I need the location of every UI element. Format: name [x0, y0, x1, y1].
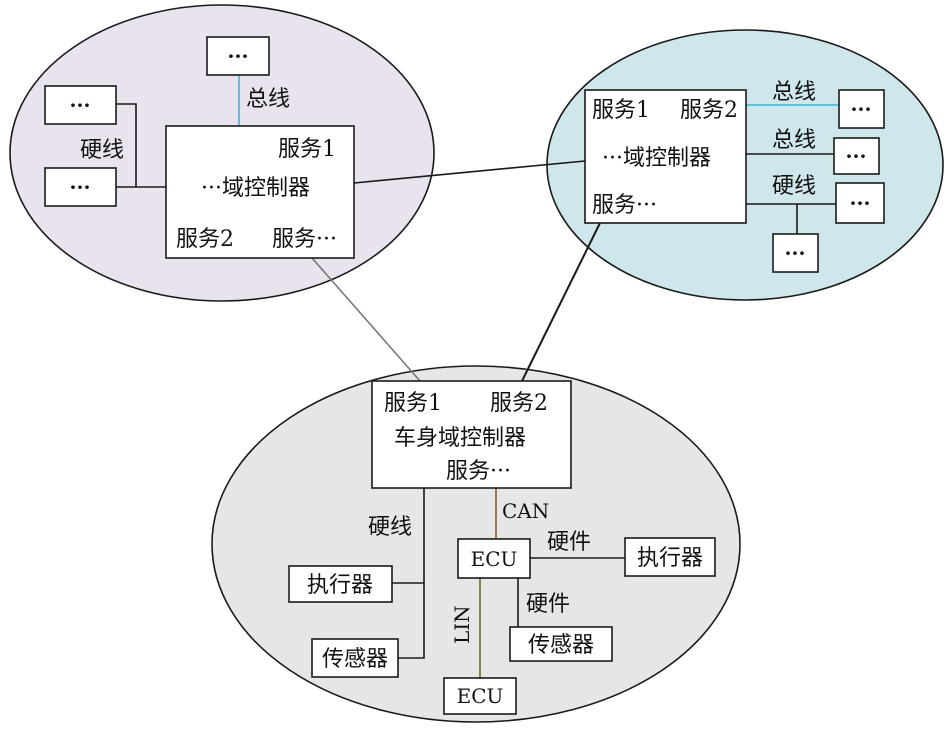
right-actuator-label: 执行器 [637, 546, 703, 571]
right-node-4-label: ··· [785, 241, 806, 265]
lin-label: LIN [450, 605, 474, 644]
ecu-top-box[interactable] [457, 538, 531, 579]
left-bus-label: 总线 [246, 87, 290, 112]
link-left-to-right-controller [353, 160, 586, 184]
body-controller-name: 车身域控制器 [394, 426, 526, 451]
ecu-bottom-box[interactable] [443, 677, 517, 715]
right-bus-label-1: 总线 [772, 80, 816, 105]
left-actuator-label: 执行器 [307, 573, 373, 598]
right-sensor-box[interactable] [509, 626, 613, 662]
right-node-2-box[interactable] [833, 137, 880, 175]
left-domain-controller-box[interactable] [165, 125, 355, 259]
body-controller-service2: 服务2 [490, 391, 548, 416]
right-controller-service1: 服务1 [592, 98, 650, 123]
left-hardwire-label: 硬线 [80, 138, 124, 163]
left-node-a-box[interactable] [44, 85, 117, 125]
right-node-1-box[interactable] [838, 89, 885, 129]
right-bus-label-2: 总线 [772, 128, 816, 153]
left-node-b-box[interactable] [44, 167, 117, 207]
left-node-a-label: ··· [70, 93, 91, 117]
left-top-node-box[interactable] [206, 36, 270, 76]
left-top-node-label: ··· [228, 44, 249, 68]
right-domain-controller-box[interactable] [584, 89, 747, 224]
body-controller-service1: 服务1 [384, 391, 442, 416]
left-controller-name: ···域控制器 [201, 176, 310, 201]
right-controller-service-more: 服务··· [592, 193, 657, 218]
body-controller-service-more: 服务··· [446, 459, 511, 484]
hardware-label-2: 硬件 [526, 592, 570, 617]
right-hardwire-label: 硬线 [772, 174, 816, 199]
left-actuator-box[interactable] [288, 565, 393, 603]
left-controller-service-more: 服务··· [272, 227, 337, 252]
left-node-b-label: ··· [70, 175, 91, 199]
right-controller-service2: 服务2 [680, 98, 738, 123]
ecu-top-label: ECU [471, 547, 518, 571]
right-node-3-label: ··· [850, 191, 871, 215]
can-label: CAN [502, 499, 549, 523]
left-sensor-box[interactable] [311, 638, 399, 678]
left-controller-service1: 服务1 [278, 137, 336, 162]
right-sensor-label: 传感器 [528, 633, 594, 658]
ecu-bottom-label: ECU [457, 684, 504, 708]
body-domain-controller-box[interactable] [371, 380, 572, 489]
right-node-4-box[interactable] [772, 233, 819, 273]
left-hardwire-line [116, 103, 166, 188]
link-right-to-body-controller [521, 222, 601, 382]
right-node-3-box[interactable] [835, 182, 885, 224]
right-node-1-label: ··· [851, 97, 872, 121]
link-left-to-body-controller [311, 257, 421, 382]
right-node-2-label: ··· [846, 144, 867, 168]
right-controller-name: ···域控制器 [602, 146, 711, 171]
body-hardwire-line [392, 488, 425, 659]
right-hardwire-line [746, 203, 836, 234]
right-actuator-box[interactable] [624, 537, 716, 577]
hardware-label-1: 硬件 [547, 530, 591, 555]
left-sensor-label: 传感器 [322, 647, 388, 672]
body-hardwire-label: 硬线 [368, 515, 412, 540]
left-controller-service2: 服务2 [176, 227, 234, 252]
